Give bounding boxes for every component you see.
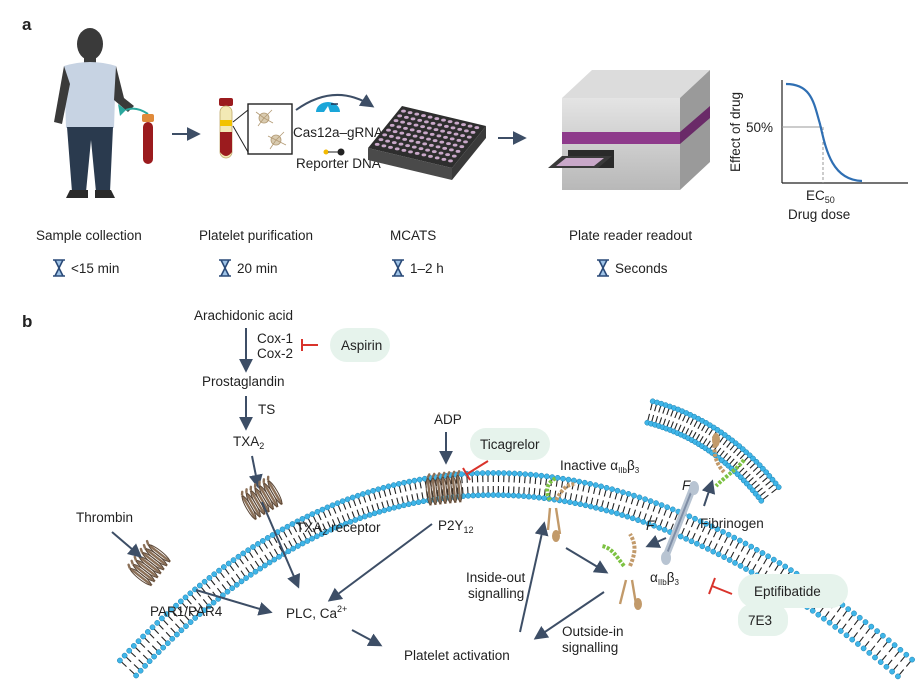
active-integrin: [601, 532, 642, 610]
butterfly-needle-icon: [118, 104, 149, 116]
panel-a-label: a: [22, 15, 32, 34]
step-label-4: Plate reader readout: [569, 228, 692, 243]
force-arrow-down: [645, 535, 667, 548]
fibrinogen-molecule: [661, 481, 699, 565]
force-arrow-up: [701, 479, 716, 507]
step-time-4: Seconds: [615, 261, 668, 276]
arrow-outside-in: [533, 591, 605, 640]
step-label-3: MCATS: [390, 228, 436, 243]
cox1-label: Cox-1: [257, 331, 293, 346]
ticagrelor-inhibit-line: [466, 460, 489, 475]
reporter-dna-icon: [323, 148, 345, 156]
eptifibatide-inhibit-bar: [708, 577, 716, 595]
force-label-up: F: [682, 478, 691, 493]
arachidonic-acid-label: Arachidonic acid: [194, 308, 293, 323]
eptifibatide-inhibit-line: [711, 585, 733, 595]
arrow-inside-out: [519, 521, 549, 633]
cox2-label: Cox-2: [257, 346, 293, 361]
cas12a-icon: [316, 102, 340, 112]
fibrinogen-label: Fibrinogen: [700, 516, 764, 531]
step-label-1: Sample collection: [36, 228, 142, 243]
ts-label: TS: [258, 402, 275, 417]
hourglass-icon: [597, 259, 609, 277]
outside-in-label-1: Outside-in: [562, 624, 624, 639]
hourglass-icon: [219, 259, 231, 277]
inside-out-label-1: Inside-out: [466, 570, 526, 585]
arrow-plc-activation: [351, 629, 383, 647]
inactive-integrin-label: Inactive αIIbβ3: [560, 458, 640, 475]
step-time-2: 20 min: [237, 261, 278, 276]
arrow-par-plc: [195, 589, 273, 616]
adp-label: ADP: [434, 412, 462, 427]
platelet-activation-label: Platelet activation: [404, 648, 510, 663]
aspirin-label: Aspirin: [341, 338, 382, 353]
panel-b-label: b: [22, 312, 32, 331]
ec50-label: EC50: [806, 188, 835, 205]
e7e3-pill: [738, 604, 788, 636]
hourglass-icon: [53, 259, 65, 277]
inside-out-label-2: signalling: [468, 586, 524, 601]
step-time-1: <15 min: [71, 261, 119, 276]
hourglass-icon: [392, 259, 404, 277]
plc-label: PLC, Ca2+: [286, 604, 347, 621]
e7e3-label: 7E3: [748, 613, 772, 628]
arrow-p2y-plc: [327, 523, 433, 602]
arrow-thrombin: [111, 531, 143, 558]
dose-ylabel: Effect of drug: [728, 92, 743, 172]
platelet-inset-icon: [247, 103, 293, 155]
cas12a-label: Cas12a–gRNA: [293, 125, 383, 140]
step-label-2: Platelet purification: [199, 228, 313, 243]
active-integrin-label: αIIbβ3: [650, 570, 679, 587]
arrow-a2: [295, 94, 375, 111]
reporter-dna-label: Reporter DNA: [296, 156, 381, 171]
ticagrelor-pill: [470, 428, 550, 460]
dose-response-chart: [781, 80, 908, 184]
inactive-integrin: [545, 476, 577, 542]
eptifibatide-label: Eptifibatide: [754, 584, 821, 599]
person-icon: [54, 28, 134, 198]
dose-y-tick: 50%: [746, 120, 773, 135]
blood-tube-icon: [142, 114, 154, 164]
ticagrelor-inhibit-bar: [462, 467, 471, 481]
arrow-txa-plc: [261, 501, 301, 589]
step-time-3: 1–2 h: [410, 261, 444, 276]
par-label: PAR1/PAR4: [150, 604, 223, 619]
par-receptor: [127, 539, 172, 587]
force-label-down: F: [646, 518, 655, 533]
p2y12-label: P2Y12: [438, 518, 474, 535]
txa2-label: TXA2: [233, 434, 264, 451]
p2y12-receptor: [425, 470, 463, 506]
prostaglandin-label: Prostaglandin: [202, 374, 285, 389]
txa2-receptor: [240, 475, 284, 521]
upper-integrin: [712, 433, 746, 488]
outside-in-label-2: signalling: [562, 640, 618, 655]
arrow-to-active-integrin: [565, 547, 609, 574]
purified-tube-icon: [219, 98, 233, 159]
dose-curve: [785, 82, 863, 183]
well-plate-icon: [368, 106, 486, 180]
arrow-txa2: [248, 455, 263, 489]
aspirin-pill: [330, 328, 390, 362]
dose-xlabel: Drug dose: [788, 207, 850, 222]
thrombin-label: Thrombin: [76, 510, 133, 525]
ticagrelor-label: Ticagrelor: [480, 437, 540, 452]
txa2-receptor-label: TXA2 receptor: [296, 520, 381, 537]
plate-reader-icon: [548, 70, 710, 190]
eptifibatide-pill: [738, 574, 848, 608]
